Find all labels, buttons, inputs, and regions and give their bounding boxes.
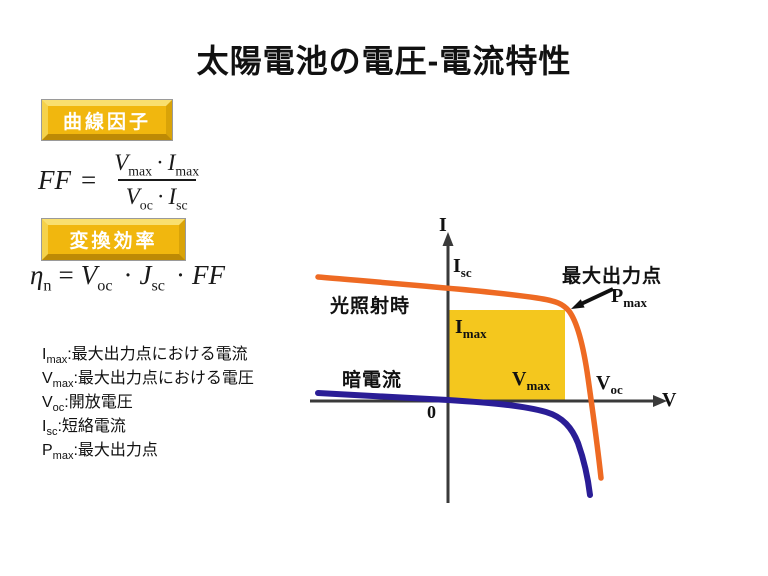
ff-fraction: Vmax·Imax Voc·Isc: [106, 150, 207, 212]
dark-current-label: 暗電流: [342, 370, 403, 391]
definition-imax: Imax:最大出力点における電流: [42, 346, 248, 367]
vmax-label: Vmax: [512, 368, 551, 393]
dark-current-curve: [315, 390, 593, 498]
fill-factor-button[interactable]: 曲線因子: [41, 99, 173, 141]
max-power-point-label: 最大出力点: [562, 266, 663, 287]
y-axis-label: I: [439, 214, 447, 236]
ff-numerator: Vmax·Imax: [114, 150, 200, 179]
iv-characteristic-chart: I Isc 光照射時 最大出力点 Pmax Imax 暗電流 Vmax Voc …: [300, 210, 750, 510]
max-power-area: [448, 310, 565, 401]
efficiency-formula: ηn = Voc · Jsc · FF: [30, 260, 232, 295]
pmax-label: Pmax: [611, 285, 648, 310]
isc-label: Isc: [453, 255, 472, 280]
ff-lhs: FF: [38, 164, 71, 195]
fill-factor-formula: FF = Vmax·Imax Voc·Isc: [38, 150, 207, 212]
eta-lhs: ηn: [30, 260, 52, 295]
eta-dot1: ·: [123, 260, 133, 290]
definition-voc: Voc:開放電圧: [42, 394, 133, 415]
eta-dot2: ·: [175, 260, 185, 290]
origin-label: 0: [427, 402, 436, 422]
imax-label: Imax: [455, 316, 487, 341]
slide-title: 太陽電池の電圧-電流特性: [196, 43, 572, 79]
eta-voc: Voc: [80, 260, 113, 295]
iv-chart-canvas: [310, 232, 667, 503]
symbol-definitions: Imax:最大出力点における電流 Vmax:最大出力点における電圧 Voc:開放…: [42, 343, 254, 463]
ff-denominator: Voc·Isc: [117, 179, 196, 212]
pmax-annotation-arrowhead-icon: [571, 299, 585, 309]
efficiency-button-label: 変換効率: [69, 231, 158, 252]
voc-label: Voc: [596, 372, 623, 397]
pmax-annotation-arrow: [580, 287, 614, 306]
x-axis-label: V: [662, 389, 677, 411]
eta-ff: FF: [191, 260, 225, 290]
fill-factor-button-label: 曲線因子: [62, 111, 151, 133]
definition-pmax: Pmax:最大出力点: [42, 442, 158, 463]
efficiency-button[interactable]: 変換効率: [41, 218, 186, 261]
x-axis-arrow-icon: [653, 395, 667, 407]
ff-equals: =: [81, 164, 97, 195]
definition-isc: Isc:短絡電流: [42, 418, 126, 439]
y-axis-arrow-icon: [442, 232, 454, 246]
eta-jsc: Jsc: [139, 260, 165, 295]
definition-vmax: Vmax:最大出力点における電圧: [42, 370, 254, 391]
light-iv-curve: [315, 274, 604, 481]
light-curve-label: 光照射時: [330, 296, 411, 317]
eta-equals: =: [58, 260, 74, 290]
